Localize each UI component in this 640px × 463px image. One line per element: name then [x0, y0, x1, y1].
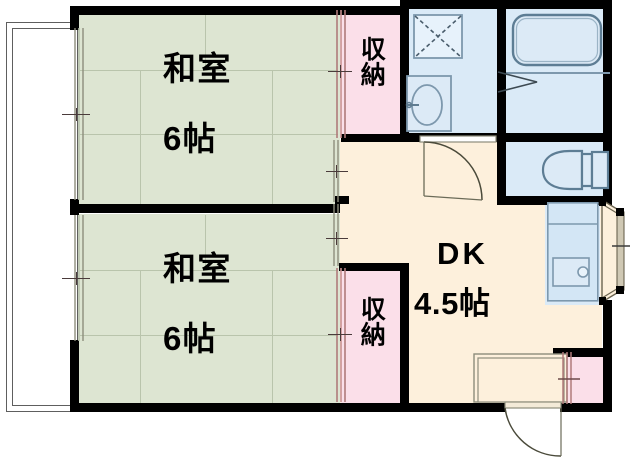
exterior-wall-top-wet	[400, 0, 612, 9]
tatami-seam	[140, 70, 141, 204]
exterior-wall-left-lower	[70, 340, 79, 412]
closet-upper-door-marker-v	[340, 65, 341, 78]
partition-wall-between-rooms	[78, 204, 340, 213]
exterior-wall-left-upper	[70, 6, 79, 30]
washing-machine-icon	[413, 14, 463, 59]
tatami-seam	[272, 270, 273, 405]
washitsu-upper-area-label: 6帖	[163, 122, 217, 155]
wall-bath-toilet-divider	[497, 133, 612, 142]
window-marker-lower-v	[76, 272, 77, 285]
closet-upper-label: 収納	[358, 36, 384, 87]
bathroom-door-folding-icon[interactable]	[497, 70, 543, 94]
exterior-wall-bottom	[70, 403, 408, 412]
washitsu-upper-floor	[78, 14, 340, 204]
dk-corridor-floor	[340, 140, 415, 270]
fusuma-lower-marker-v	[336, 232, 337, 245]
window-marker-upper-v	[76, 108, 77, 121]
washbasin-icon	[407, 76, 453, 132]
partition-wall-closet-lower-top	[339, 263, 409, 271]
partition-wall-closet-lower-right	[400, 263, 409, 405]
dk-name-label: DK	[437, 238, 488, 269]
washitsu-lower-area-label: 6帖	[163, 322, 217, 355]
washitsu-lower-name-label: 和室	[163, 252, 232, 285]
toilet-icon	[540, 148, 612, 192]
fusuma-upper-marker-v	[336, 165, 337, 178]
kitchen-bay-window-icon[interactable]	[596, 196, 640, 308]
exterior-wall-top	[70, 6, 408, 15]
balcony-surface	[13, 29, 77, 405]
partition-wall-closet-upper-bottom	[341, 134, 409, 142]
closet-lower-door-marker-v	[340, 328, 341, 341]
washroom-door[interactable]	[420, 136, 504, 214]
tatami-seam	[140, 270, 141, 405]
kitchen-sink-icon	[547, 202, 599, 302]
shoe-cabinet-icon[interactable]	[558, 352, 580, 404]
tatami-seam	[272, 70, 273, 204]
washitsu-lower-floor	[78, 214, 340, 405]
closet-lower-label: 収納	[358, 296, 384, 347]
washitsu-upper-name-label: 和室	[163, 52, 232, 85]
dk-area-label: 4.5帖	[414, 288, 491, 319]
bathtub-icon	[512, 14, 602, 66]
